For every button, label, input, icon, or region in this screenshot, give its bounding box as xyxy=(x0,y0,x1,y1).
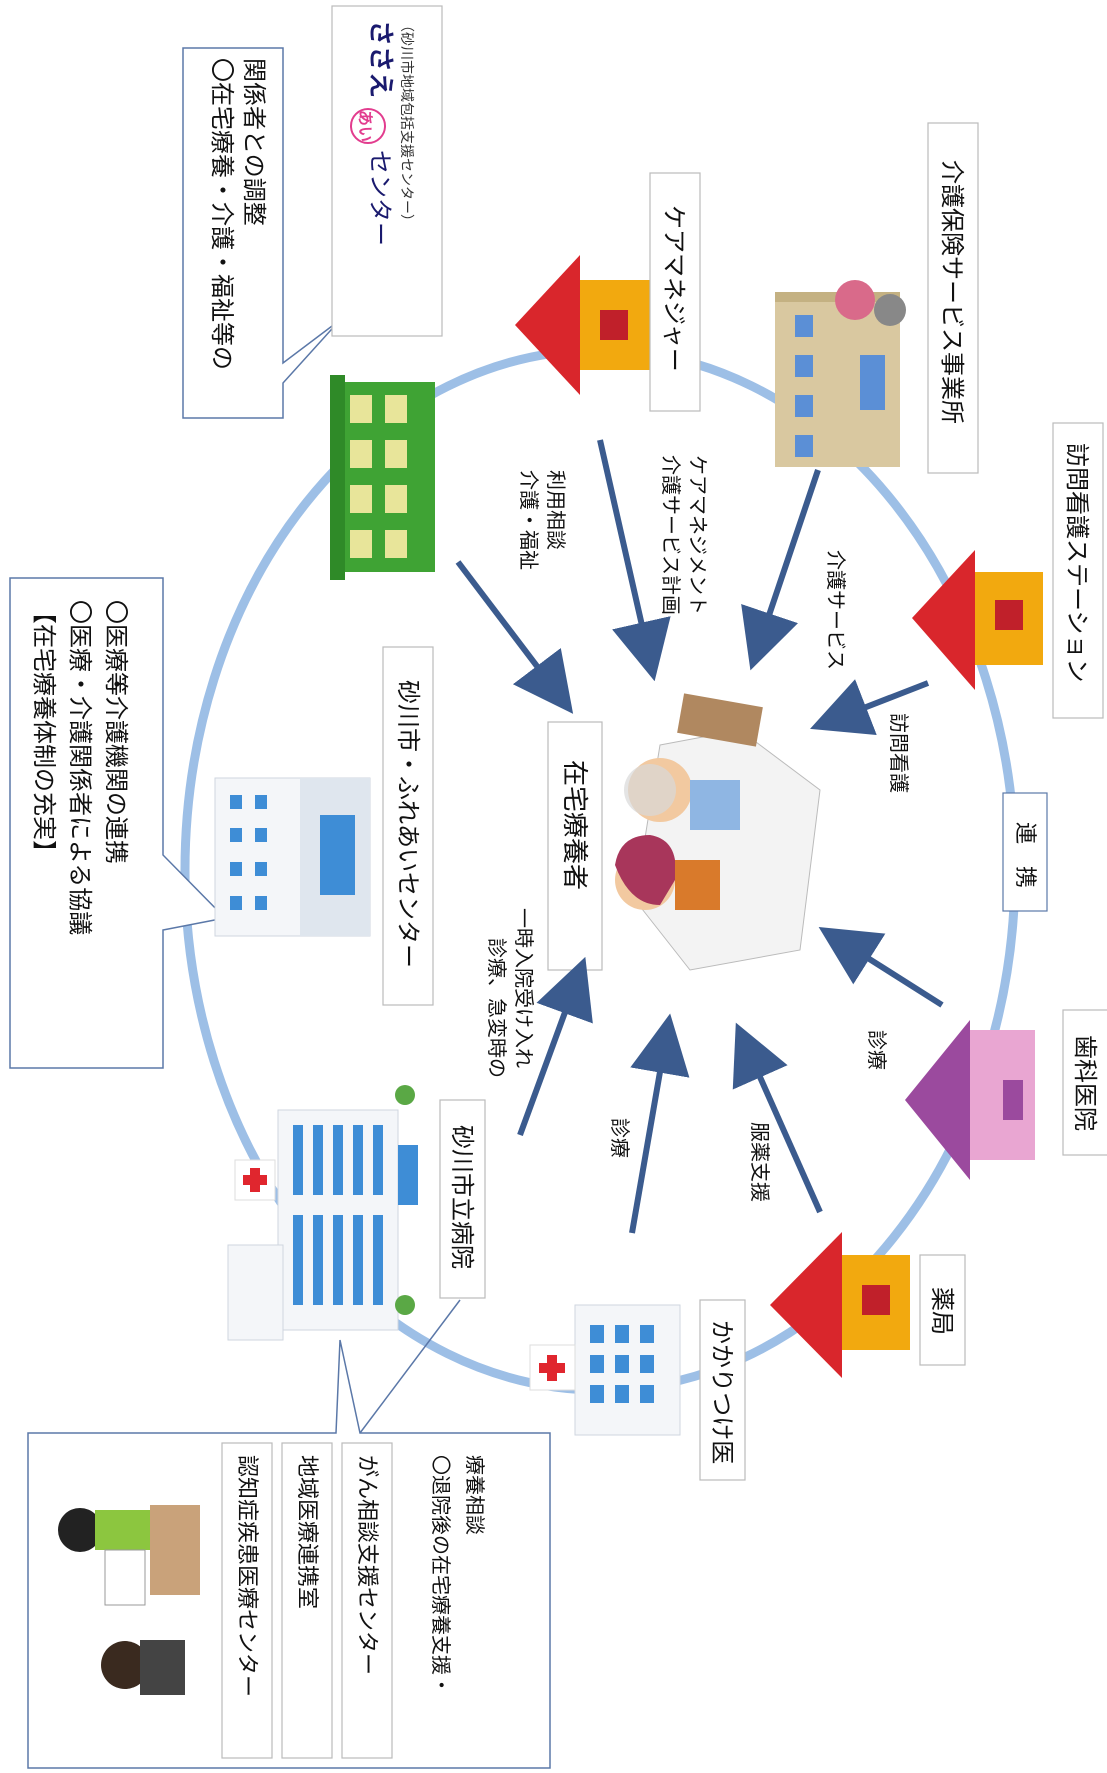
sasae-logo-heart xyxy=(350,108,386,144)
arrow-visiting-nurse xyxy=(810,679,930,736)
hospital-item-regional: 地域医療連携室 xyxy=(294,1455,319,1609)
sasae-logo-box: ささえ あい センター （砂川市地域包括支援センター） xyxy=(331,5,443,337)
arrow-gp xyxy=(629,1013,690,1234)
node-hospital-label: 砂川市立病院 xyxy=(448,1125,476,1269)
node-pharmacy-label: 薬局 xyxy=(928,1287,956,1335)
label-care-plan-2: ケアマネジメント xyxy=(686,455,710,615)
node-care-service-office: 介護保険サービス事業所 xyxy=(927,122,979,474)
arrow-hospital xyxy=(517,956,593,1137)
callout-hospital: 認知症疾患医療センター 地域医療連携室 がん相談支援センター 〇退院後の在宅療養… xyxy=(27,1299,551,1769)
sasae-logo-suffix: センター xyxy=(366,150,394,246)
node-care-manager-label: ケアマネジャー xyxy=(660,205,688,372)
node-pharmacy: 薬局 xyxy=(919,1254,966,1366)
arrow-sasae xyxy=(455,560,574,714)
node-care-manager: ケアマネジャー xyxy=(649,172,701,412)
callout-system-line2: 〇医療・介護関係者による協議 xyxy=(66,600,94,935)
label-dental-exam: 診療 xyxy=(865,1030,889,1070)
arrow-care-office xyxy=(741,469,821,671)
arrow-dental xyxy=(818,926,944,1008)
node-dental: 歯科医院 xyxy=(1062,1009,1107,1156)
label-medication: 服薬支援 xyxy=(748,1122,772,1202)
collaboration-text: 連 携 xyxy=(1012,822,1037,888)
consultation-illustration xyxy=(58,1505,200,1695)
label-visit-nursing: 訪問看護 xyxy=(887,713,911,793)
label-care-consult-1: 介護・福祉 xyxy=(517,470,541,570)
node-care-service-office-label: 介護保険サービス事業所 xyxy=(938,160,966,424)
node-fureai-label: 砂川市・ふれあいセンター xyxy=(394,680,422,968)
visiting-nurse-house-icon xyxy=(912,550,1043,690)
collaboration-label: 連 携 xyxy=(1002,792,1048,912)
node-visiting-nurse-label: 訪問看護ステーション xyxy=(1063,443,1091,683)
callout-system-line3-suffix: 等 xyxy=(102,672,130,696)
center-patient: 在宅療養者 xyxy=(547,693,821,971)
hospital-item-dementia: 認知症疾患医療センター xyxy=(234,1455,259,1697)
callout-sasae-line1: 〇在宅療養・介護・福祉等の xyxy=(208,58,236,370)
callout-system-line1: 【在宅療養体制の充実】 xyxy=(30,600,58,864)
node-hospital: 砂川市立病院 xyxy=(439,1099,486,1299)
sasae-building-icon xyxy=(330,375,435,580)
node-fureai: 砂川市・ふれあいセンター xyxy=(382,646,434,1006)
label-care-service: 介護サービス xyxy=(824,550,848,670)
sasae-subtitle: （砂川市地域包括支援センター） xyxy=(398,18,415,228)
care-manager-house-icon xyxy=(515,255,650,395)
label-gp-exam: 診療 xyxy=(608,1118,632,1158)
fureai-building-icon xyxy=(214,777,371,937)
sasae-logo-prefix: ささえ xyxy=(365,20,395,98)
center-label: 在宅療養者 xyxy=(559,760,589,890)
node-family-doctor-label: かかりつけ医 xyxy=(708,1320,736,1464)
sasae-logo-circle: あい xyxy=(356,110,375,142)
pharmacy-house-icon xyxy=(770,1232,910,1378)
callout-sasae-line2: 関係者との調整 xyxy=(240,58,268,226)
clinic-building-icon xyxy=(529,1304,681,1436)
hospital-building-icon xyxy=(227,1085,418,1341)
hospital-item-cancer: がん相談支援センター xyxy=(354,1455,379,1675)
node-dental-label: 歯科医院 xyxy=(1071,1035,1099,1131)
callout-sasae: 〇在宅療養・介護・福祉等の 関係者との調整 xyxy=(182,47,341,419)
label-hospital-2: 一時入院受け入れ xyxy=(512,908,536,1068)
label-care-plan-1: 介護サービス計画 xyxy=(659,455,683,615)
label-hospital-1: 診療、急変時の xyxy=(485,938,509,1078)
hospital-note-line1: 〇退院後の在宅療養支援・ xyxy=(429,1455,453,1695)
arrow-pharmacy xyxy=(732,1022,823,1214)
hospital-note-line2: 療養相談 xyxy=(463,1455,487,1535)
care-office-building-icon xyxy=(775,280,906,467)
dental-house-icon xyxy=(905,1020,1035,1180)
label-care-consult-2: 利用相談 xyxy=(544,470,568,550)
node-visiting-nurse: 訪問看護ステーション xyxy=(1052,422,1104,719)
node-family-doctor: かかりつけ医 xyxy=(699,1299,746,1481)
callout-system-line3: 〇医療・介護機関の連携 xyxy=(102,600,130,864)
arrows xyxy=(455,439,944,1234)
callout-system: 【在宅療養体制の充実】 〇医療・介護関係者による協議 〇医療・介護機関の連携 等 xyxy=(9,577,227,1069)
arrow-care-manager xyxy=(597,439,671,682)
